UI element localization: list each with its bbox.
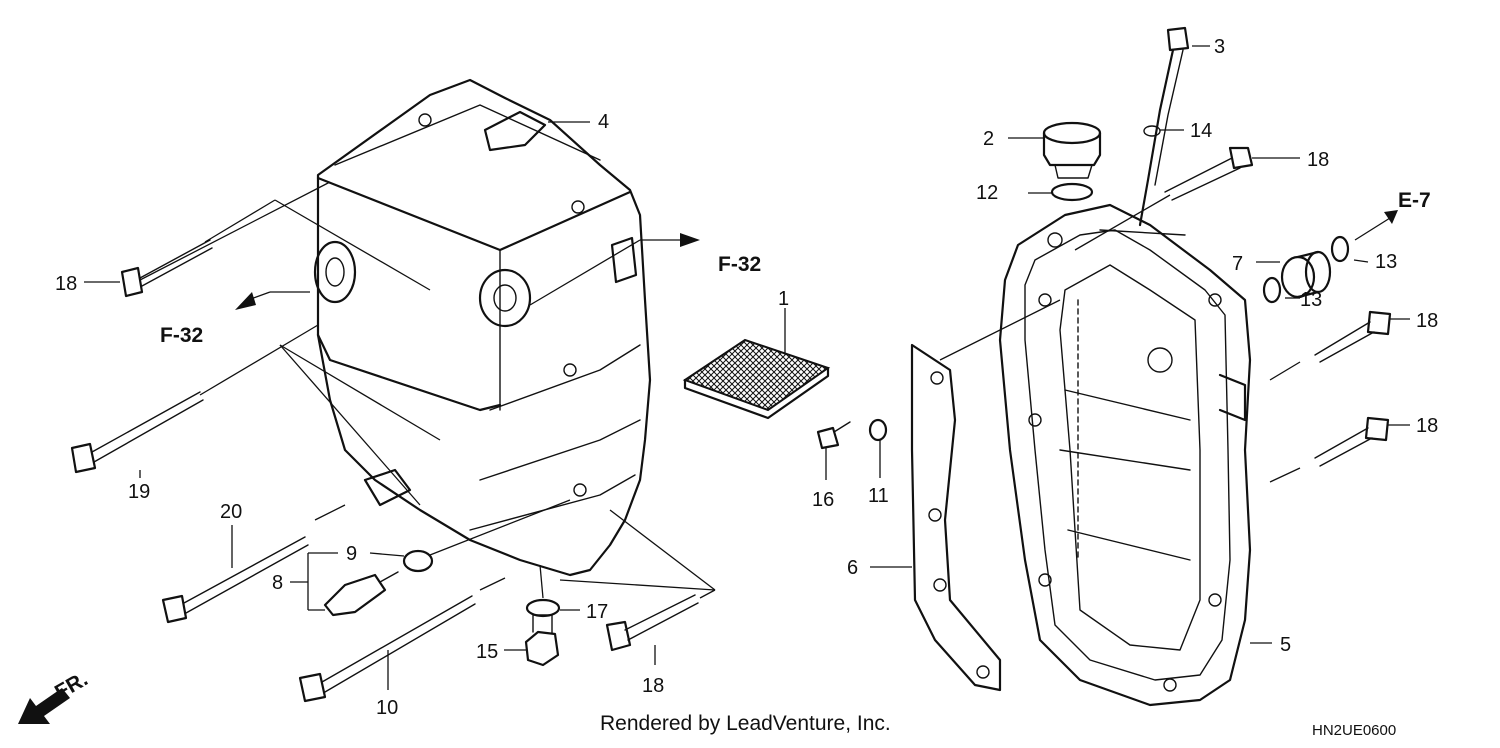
rendered-by-credit: Rendered by LeadVenture, Inc. — [600, 712, 891, 735]
callout-10: 10 — [376, 697, 398, 719]
section-references: F-32 F-32 E-7 — [160, 189, 1431, 347]
bolt-part-19[interactable] — [70, 391, 204, 474]
reference-f32-left: F-32 — [160, 324, 203, 347]
callout-18a: 18 — [55, 273, 77, 295]
bolt-part-10[interactable] — [298, 595, 476, 703]
bolt-part-18-top-right[interactable] — [1164, 146, 1254, 201]
bolt-part-18-mid-right[interactable] — [1314, 310, 1392, 363]
gasket-part-6[interactable] — [910, 343, 1002, 692]
bolt-part-18-low-right[interactable] — [1314, 416, 1390, 467]
oil-strainer-part-1[interactable] — [682, 338, 831, 420]
callout-1: 1 — [778, 288, 789, 310]
front-arrow-icon — [18, 688, 70, 724]
callout-7: 7 — [1232, 253, 1243, 275]
filler-cap-part-2[interactable] — [1042, 121, 1102, 179]
callout-2: 2 — [983, 128, 994, 150]
callout-18b: 18 — [1307, 149, 1329, 171]
callout-numbers: 1 2 3 4 5 6 7 8 9 10 11 12 13 13 14 15 1… — [55, 36, 1438, 719]
callout-17: 17 — [586, 601, 608, 623]
callout-18e: 18 — [642, 675, 664, 697]
front-direction-indicator: FR. — [18, 667, 92, 724]
clip-part-14[interactable] — [1143, 125, 1161, 137]
sensor-part-8[interactable] — [323, 571, 399, 617]
callout-4: 4 — [598, 111, 609, 133]
callout-5: 5 — [1280, 634, 1291, 656]
diagram-code: HN2UE0600 — [1312, 722, 1396, 739]
callout-20: 20 — [220, 501, 242, 523]
dipstick-part-3[interactable] — [1138, 26, 1190, 227]
bolt-part-18-left[interactable] — [120, 239, 213, 298]
callout-18d: 18 — [1416, 415, 1438, 437]
leader-lines — [84, 45, 1410, 690]
callout-6: 6 — [847, 557, 858, 579]
callout-18c: 18 — [1416, 310, 1438, 332]
bolt-part-16[interactable] — [816, 421, 851, 450]
o-ring-part-12[interactable] — [1050, 182, 1094, 202]
o-ring-part-13a[interactable] — [1330, 235, 1350, 263]
crankcase-part-5[interactable] — [998, 203, 1252, 707]
callout-13a: 13 — [1375, 251, 1397, 273]
callout-16: 16 — [812, 489, 834, 511]
washer-part-17[interactable] — [525, 598, 561, 618]
washer-part-9[interactable] — [402, 549, 434, 573]
callout-15: 15 — [476, 641, 498, 663]
callout-19: 19 — [128, 481, 150, 503]
callout-8: 8 — [272, 572, 283, 594]
callout-11: 11 — [868, 485, 889, 507]
callout-9: 9 — [346, 543, 357, 565]
washer-part-11[interactable] — [868, 418, 888, 442]
drain-plug-part-15[interactable] — [524, 614, 560, 667]
callout-14: 14 — [1190, 120, 1212, 142]
o-ring-part-13b[interactable] — [1262, 276, 1282, 304]
callout-12: 12 — [976, 182, 998, 204]
joint-part-7[interactable] — [1280, 250, 1332, 299]
stud-part-20[interactable] — [161, 536, 309, 624]
callout-3: 3 — [1214, 36, 1225, 58]
bolt-part-18-bottom[interactable] — [605, 594, 699, 652]
reference-f32-right: F-32 — [718, 253, 761, 276]
case-cover-part-4[interactable] — [313, 78, 652, 577]
reference-e7: E-7 — [1398, 189, 1431, 212]
callout-13b: 13 — [1300, 289, 1322, 311]
